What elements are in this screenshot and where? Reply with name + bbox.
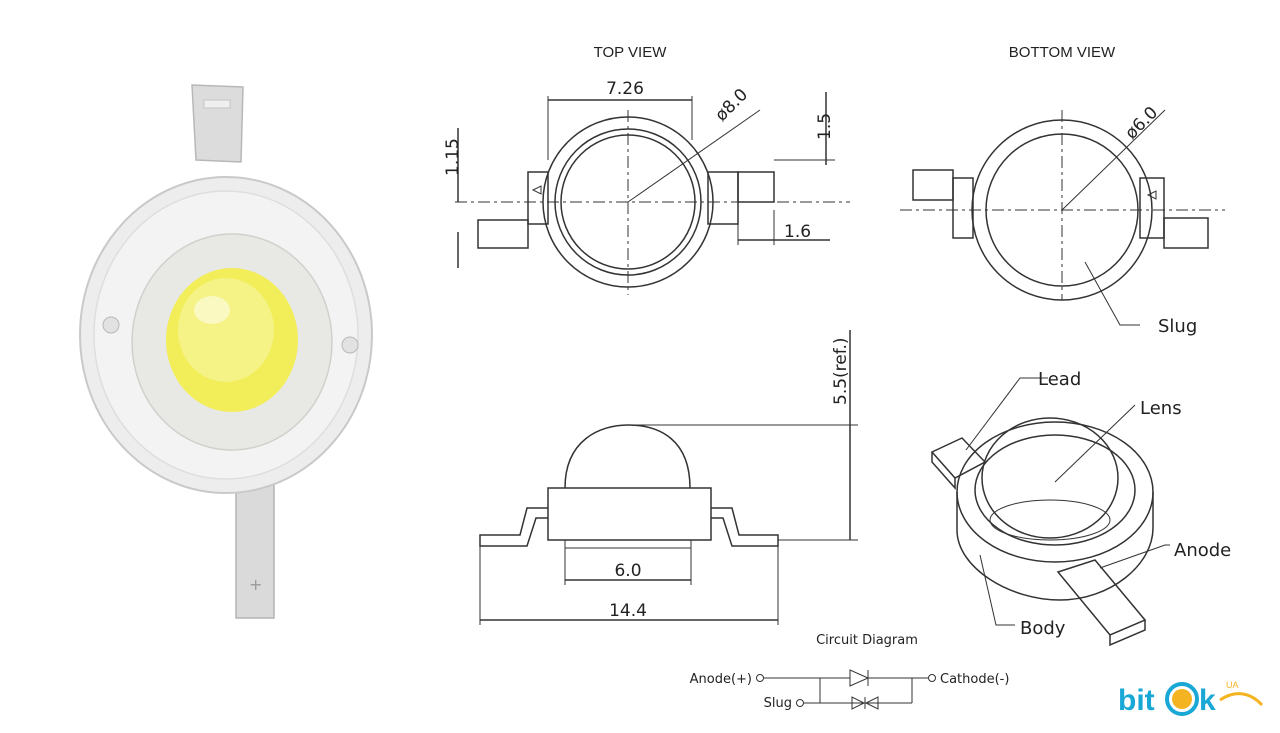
label-lead: Lead	[1038, 369, 1081, 390]
label-body: Body	[1020, 618, 1066, 639]
label-slug: Slug	[1158, 316, 1197, 337]
dim-dia-6-0: ø6.0	[1121, 103, 1162, 144]
bottom-view-title: BOTTOM VIEW	[1009, 44, 1116, 61]
label-lens: Lens	[1140, 398, 1182, 419]
circuit-diagram: Circuit Diagram Anode(+) Cathode(-) Slug	[690, 633, 1010, 711]
circuit-cathode-label: Cathode(-)	[940, 672, 1009, 687]
svg-text:+: +	[249, 575, 262, 594]
dim-5-5-ref: 5.5(ref.)	[831, 337, 851, 405]
dim-1-15: 1.15	[443, 138, 463, 176]
dim-7-26: 7.26	[606, 79, 644, 99]
bottom-view-drawing: BOTTOM VIEW ø6.0 Slug	[900, 44, 1225, 337]
led-photo: +	[79, 84, 373, 619]
circuit-slug-label: Slug	[764, 696, 792, 711]
logo-sub: UA	[1226, 680, 1239, 690]
bitok-logo: bit k UA	[1118, 680, 1264, 717]
label-anode: Anode	[1174, 540, 1231, 561]
isometric-drawing: Lead Lens Anode Body	[930, 369, 1231, 647]
top-view-title: TOP VIEW	[594, 44, 668, 61]
dim-1-5: 1.5	[815, 113, 835, 140]
circuit-anode-label: Anode(+)	[690, 672, 752, 687]
logo-text-left: bit	[1118, 684, 1155, 717]
svg-text:k: k	[1199, 684, 1216, 717]
circuit-title: Circuit Diagram	[816, 633, 918, 648]
dim-1-6: 1.6	[784, 222, 811, 242]
dim-6-0: 6.0	[614, 561, 641, 581]
top-view-drawing: TOP VIEW 7.26 ø8.0 1.5 1.15 1.	[443, 44, 850, 295]
logo-accent-icon	[1172, 689, 1192, 709]
dim-14-4: 14.4	[609, 601, 647, 621]
side-view-drawing: 5.5(ref.) 6.0 14.4	[479, 330, 858, 625]
